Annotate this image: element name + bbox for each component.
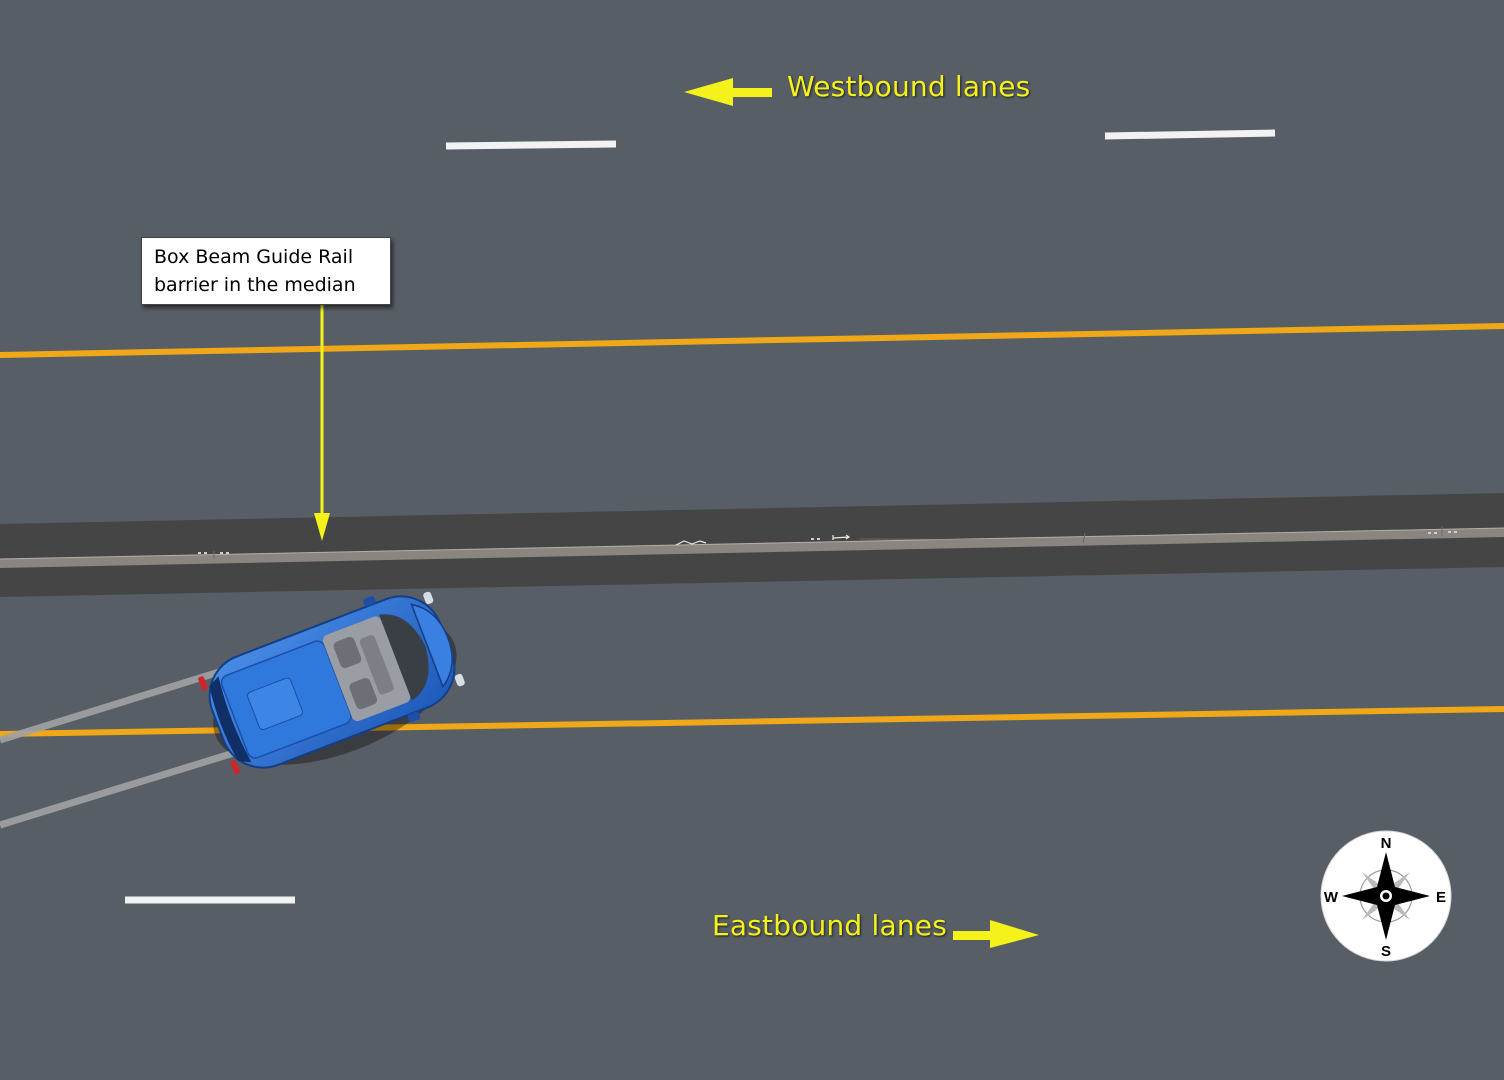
eastbound-lanes-label: Eastbound lanes: [712, 909, 947, 942]
tire-track: [0, 744, 252, 829]
compass-south-label: S: [1381, 943, 1391, 960]
westbound-yellow-edge-line: [0, 323, 1504, 358]
west-arrow-icon: [684, 78, 772, 106]
westbound-lanes-label: Westbound lanes: [787, 70, 1031, 103]
guide-rail: [0, 528, 1504, 568]
lane-marking: [445, 140, 617, 150]
compass-rose-icon: N S W E: [1320, 830, 1452, 962]
compass-east-label: E: [1436, 889, 1446, 906]
tire-track: [0, 664, 234, 744]
rail-mark: [675, 540, 707, 546]
lane-marking: [1104, 129, 1276, 140]
compass-west-label: W: [1324, 889, 1339, 906]
guide-rail-joint: [1082, 532, 1086, 544]
vehicle-icon: [198, 591, 465, 775]
guide-rail-highlight: [0, 527, 1504, 560]
guide-rail-scuff: [859, 538, 1081, 541]
rail-mark: [832, 534, 851, 540]
compass-north-label: N: [1381, 835, 1392, 852]
east-arrow-icon: [953, 920, 1039, 948]
callout-arrow-icon: [314, 305, 330, 541]
callout-line-2: barrier in the median: [154, 274, 356, 296]
guide-rail-callout: Box Beam Guide Rail barrier in the media…: [141, 237, 391, 305]
guide-rail-posts: [198, 531, 1457, 554]
callout-line-1: Box Beam Guide Rail: [154, 246, 354, 268]
